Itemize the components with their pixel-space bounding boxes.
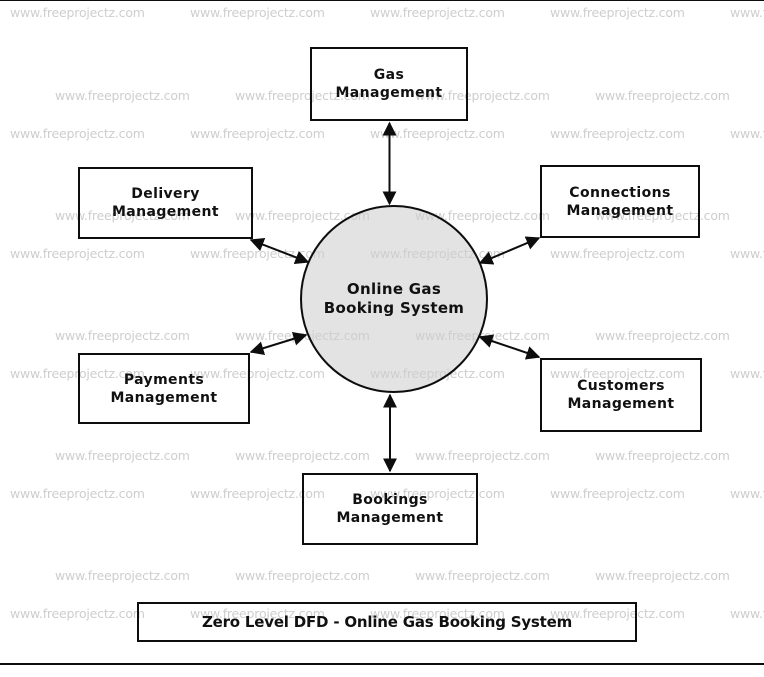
entity-label: Delivery: [131, 186, 200, 202]
watermark-text: www.freeprojectz.com: [550, 5, 685, 20]
arrow-delivery-management: [249, 238, 310, 264]
watermark-text: www.freeprojectz.com: [730, 126, 764, 141]
entity-label: Management: [111, 204, 220, 220]
watermark-text: www.freeprojectz.com: [55, 88, 190, 103]
watermark-text: www.freeprojectz.com: [730, 366, 764, 381]
watermark-text: www.freeprojectz.com: [10, 5, 145, 20]
watermark-text: www.freeprojectz.com: [550, 486, 685, 501]
bottom-border-line: [0, 663, 764, 665]
watermark-text: www.freeprojectz.com: [190, 246, 325, 261]
watermark-text: www.freeprojectz.com: [550, 126, 685, 141]
diagram-title-box: Zero Level DFD - Online Gas Booking Syst…: [137, 602, 637, 642]
arrow-customers-management: [478, 334, 541, 360]
process-label: Booking System: [323, 299, 465, 317]
diagram-title: Zero Level DFD - Online Gas Booking Syst…: [201, 613, 573, 631]
watermark-text: www.freeprojectz.com: [595, 88, 730, 103]
watermark-text: www.freeprojectz.com: [55, 448, 190, 463]
entity-label: Connections: [569, 184, 671, 201]
entity-label: Management: [335, 85, 443, 101]
entity-label: Bookings: [352, 492, 428, 508]
watermark-text: www.freeprojectz.com: [595, 328, 730, 343]
watermark-text: www.freeprojectz.com: [595, 448, 730, 463]
process-label: Online Gas: [346, 280, 442, 298]
watermark-text: www.freeprojectz.com: [730, 246, 764, 261]
top-border-line: [0, 0, 764, 1]
watermark-text: www.freeprojectz.com: [730, 5, 764, 20]
watermark-text: www.freeprojectz.com: [370, 5, 505, 20]
watermark-text: www.freeprojectz.com: [10, 606, 145, 621]
watermark-text: www.freeprojectz.com: [10, 246, 145, 261]
watermark-text: www.freeprojectz.com: [415, 448, 550, 463]
watermark-text: www.freeprojectz.com: [550, 246, 685, 261]
entity-label: Management: [566, 202, 674, 219]
watermark-text: www.freeprojectz.com: [10, 126, 145, 141]
arrow-connections-management: [478, 236, 541, 265]
watermark-text: www.freeprojectz.com: [190, 5, 325, 20]
entity-customers-management: Customers Management: [540, 358, 702, 432]
watermark-text: www.freeprojectz.com: [370, 126, 505, 141]
watermark-text: www.freeprojectz.com: [730, 606, 764, 621]
arrow-payments-management: [249, 332, 308, 355]
watermark-text: www.freeprojectz.com: [10, 486, 145, 501]
watermark-text: www.freeprojectz.com: [730, 486, 764, 501]
watermark-text: www.freeprojectz.com: [190, 126, 325, 141]
process-online-gas-booking-system: Online Gas Booking System: [300, 205, 488, 393]
entity-label: Management: [110, 389, 218, 406]
watermark-text: www.freeprojectz.com: [55, 328, 190, 343]
entity-payments-management: Payments Management: [78, 353, 250, 424]
entity-bookings-management: Bookings Management: [302, 473, 478, 545]
watermark-text: www.freeprojectz.com: [595, 568, 730, 583]
watermark-text: www.freeprojectz.com: [55, 568, 190, 583]
entity-label: Management: [567, 396, 675, 412]
entity-gas-management: Gas Management: [310, 47, 468, 121]
entity-label: Payments: [123, 371, 205, 388]
watermark-text: www.freeprojectz.com: [235, 568, 370, 583]
entity-label: Customers: [577, 378, 665, 394]
watermark-text: www.freeprojectz.com: [235, 448, 370, 463]
entity-delivery-management: Delivery Management: [78, 167, 253, 239]
watermark-text: www.freeprojectz.com: [415, 568, 550, 583]
entity-label: Management: [336, 510, 444, 526]
entity-connections-management: Connections Management: [540, 165, 700, 238]
entity-label: Gas: [373, 67, 405, 83]
